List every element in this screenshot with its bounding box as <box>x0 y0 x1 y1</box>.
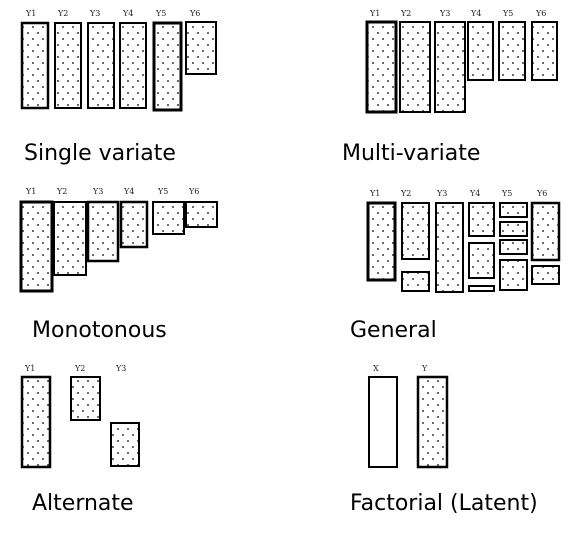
data-block <box>185 21 217 75</box>
column-label: X <box>373 364 379 373</box>
panel-caption: Factorial (Latent) <box>350 491 538 516</box>
data-block <box>531 265 560 285</box>
panel-monotonous: Y1 Y2 Y3 Y4 Y5 Y6 Monotonous <box>19 187 218 343</box>
data-block <box>152 21 183 112</box>
data-block <box>19 200 54 293</box>
data-block <box>499 239 528 255</box>
column-label: Y2 <box>400 189 411 198</box>
column-label: Y2 <box>74 364 85 373</box>
column-label: Y4 <box>122 9 133 18</box>
column-label: Y <box>421 364 428 373</box>
data-block <box>152 201 185 235</box>
panel-general: Y1 Y2 Y3 Y4 Y5 Y6 General <box>350 189 561 343</box>
panel-caption: Multi-variate <box>342 141 480 166</box>
column-label: Y5 <box>157 187 168 196</box>
data-block <box>87 22 115 109</box>
column-label: Y1 <box>369 9 380 18</box>
data-block <box>399 21 431 113</box>
data-block <box>53 201 87 276</box>
column-label: Y3 <box>436 189 447 198</box>
data-block <box>70 376 101 421</box>
data-block <box>365 20 398 114</box>
data-block <box>366 201 397 282</box>
data-block <box>434 21 466 113</box>
data-block <box>20 375 52 469</box>
column-label: Y6 <box>536 189 547 198</box>
data-block <box>110 422 140 467</box>
column-label: Y1 <box>25 9 36 18</box>
column-label: Y2 <box>57 9 68 18</box>
data-block <box>20 21 50 110</box>
column-label: Y3 <box>115 364 126 373</box>
column-label: Y6 <box>189 9 200 18</box>
data-block <box>119 22 147 109</box>
column-label: Y5 <box>155 9 166 18</box>
panel-caption: Alternate <box>32 491 134 516</box>
column-label: Y6 <box>535 9 546 18</box>
data-block <box>54 22 82 109</box>
column-label: Y4 <box>470 9 481 18</box>
column-label: Y5 <box>501 189 512 198</box>
column-label: Y1 <box>369 189 380 198</box>
column-label: Y3 <box>92 187 103 196</box>
panel-single-variate: Y1 Y2 Y3 Y4 Y5 Y6 Single variate <box>20 9 217 166</box>
column-label: Y5 <box>502 9 513 18</box>
data-block <box>401 271 430 292</box>
data-block <box>499 202 528 218</box>
data-block <box>185 201 218 228</box>
data-block <box>468 242 495 279</box>
column-label: Y3 <box>439 9 450 18</box>
column-label: Y1 <box>24 364 35 373</box>
data-block <box>416 375 449 469</box>
data-block <box>468 202 495 237</box>
panel-factorial-latent: X Y Factorial (Latent) <box>350 364 538 516</box>
data-block <box>499 221 528 237</box>
data-block <box>401 202 430 260</box>
data-block <box>86 200 120 263</box>
data-block <box>498 21 526 81</box>
data-block <box>530 201 561 262</box>
panel-caption: General <box>350 318 437 343</box>
panel-caption: Single variate <box>24 141 176 166</box>
data-block <box>435 202 464 293</box>
column-label: Y4 <box>469 189 480 198</box>
panel-multi-variate: Y1 Y2 Y3 Y4 Y5 Y6 Multi-variate <box>342 9 558 166</box>
data-block <box>531 21 558 81</box>
column-label: Y6 <box>188 187 199 196</box>
column-label: Y3 <box>89 9 100 18</box>
panel-alternate: Y1 Y2 Y3 Alternate <box>20 364 140 516</box>
data-block <box>499 259 528 291</box>
data-block <box>119 200 149 249</box>
column-label: Y4 <box>123 187 134 196</box>
column-label: Y1 <box>25 187 36 196</box>
latent-block <box>368 376 398 468</box>
column-label: Y2 <box>56 187 67 196</box>
data-block <box>468 285 495 292</box>
column-label: Y2 <box>400 9 411 18</box>
panel-caption: Monotonous <box>32 318 167 343</box>
data-block <box>467 21 494 81</box>
